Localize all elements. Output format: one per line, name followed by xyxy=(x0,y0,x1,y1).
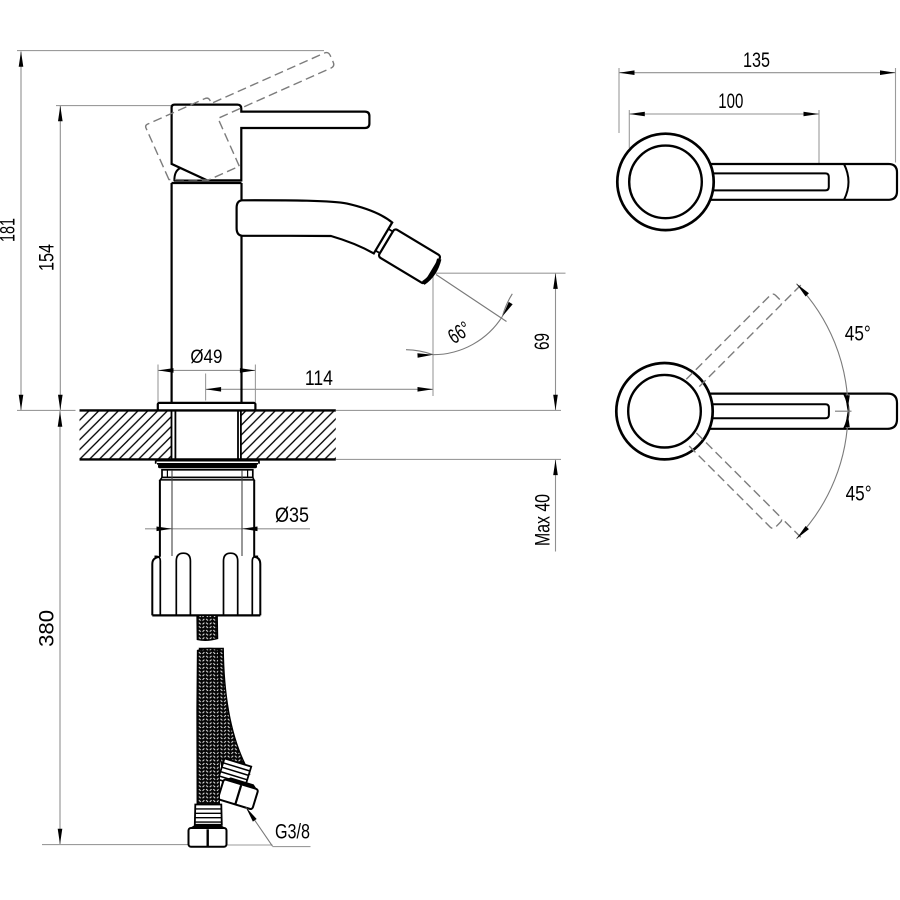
svg-text:154: 154 xyxy=(35,244,58,271)
svg-text:45°: 45° xyxy=(846,482,872,505)
svg-text:114: 114 xyxy=(305,367,333,390)
svg-text:100: 100 xyxy=(718,90,743,113)
svg-text:135: 135 xyxy=(743,49,770,72)
svg-text:G3/8: G3/8 xyxy=(275,821,310,844)
svg-text:Ø49: Ø49 xyxy=(190,347,222,368)
svg-text:Max 40: Max 40 xyxy=(532,494,555,546)
svg-text:69: 69 xyxy=(531,333,554,350)
svg-text:45°: 45° xyxy=(845,322,871,345)
svg-text:181: 181 xyxy=(0,218,20,242)
svg-text:Ø35: Ø35 xyxy=(275,504,309,527)
svg-text:380: 380 xyxy=(35,610,58,647)
